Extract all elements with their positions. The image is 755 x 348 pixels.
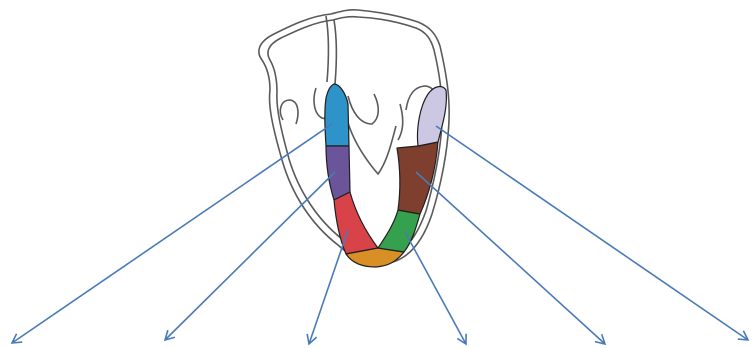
segment-purple <box>326 146 350 200</box>
atrial-septum-inner <box>334 20 336 84</box>
segment-blue <box>325 84 349 146</box>
arrow-5 <box>416 172 605 344</box>
segment-green <box>378 210 420 252</box>
segment-brown <box>397 142 438 214</box>
arrow-3 <box>309 230 348 344</box>
segment-red <box>334 192 378 254</box>
valve-flap-right <box>398 104 403 140</box>
valve-flap-center <box>348 94 378 124</box>
arrow-4 <box>405 232 466 344</box>
atrial-septum <box>326 16 328 82</box>
left-appendage <box>280 100 298 124</box>
segments <box>325 84 447 267</box>
segment-lavender <box>417 87 446 146</box>
arrows <box>12 124 748 344</box>
arrow-1 <box>12 124 332 343</box>
arrow-2 <box>165 172 335 340</box>
